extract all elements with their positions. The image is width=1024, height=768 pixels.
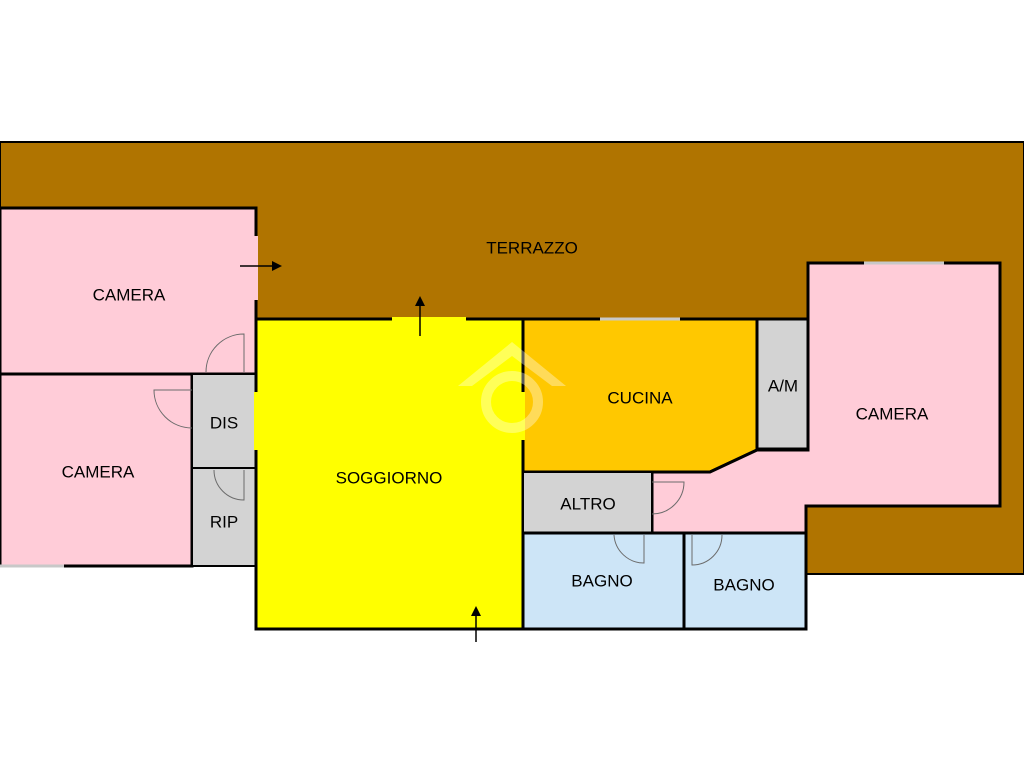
living-room (254, 317, 525, 631)
storage-rip (191, 467, 257, 567)
label-camera-right: CAMERA (856, 404, 929, 423)
label-camera-bottom-left: CAMERA (62, 462, 135, 481)
door-swing-bath-right (691, 534, 723, 566)
door-swing-altro (651, 481, 685, 515)
label-soggiorno: SOGGIORNO (336, 468, 443, 487)
label-altro: ALTRO (560, 494, 615, 513)
bedroom-bottom-left (0, 372, 194, 568)
closet-am (755, 317, 810, 451)
door-swing-bedroom-bottom (153, 389, 193, 429)
label-terrazzo: TERRAZZO (486, 238, 578, 257)
door-swing-bath-left (613, 534, 645, 564)
room-altro (522, 471, 653, 534)
label-bagno-right: BAGNO (713, 575, 774, 594)
arrow-up-icon (415, 296, 425, 336)
label-am: A/M (768, 376, 798, 395)
bathroom-left (521, 531, 686, 631)
arrow-right-icon (240, 261, 282, 271)
label-bagno-left: BAGNO (571, 571, 632, 590)
arrow-up-icon (471, 606, 481, 642)
bathroom-right (682, 531, 808, 631)
label-camera-top-left: CAMERA (93, 285, 166, 304)
label-cucina: CUCINA (607, 388, 673, 407)
door-swing-bedroom-top (205, 333, 245, 373)
label-dis: DIS (210, 413, 238, 432)
label-rip: RIP (210, 512, 238, 531)
door-swing-rip (213, 469, 245, 501)
home-logo-watermark (458, 342, 566, 433)
